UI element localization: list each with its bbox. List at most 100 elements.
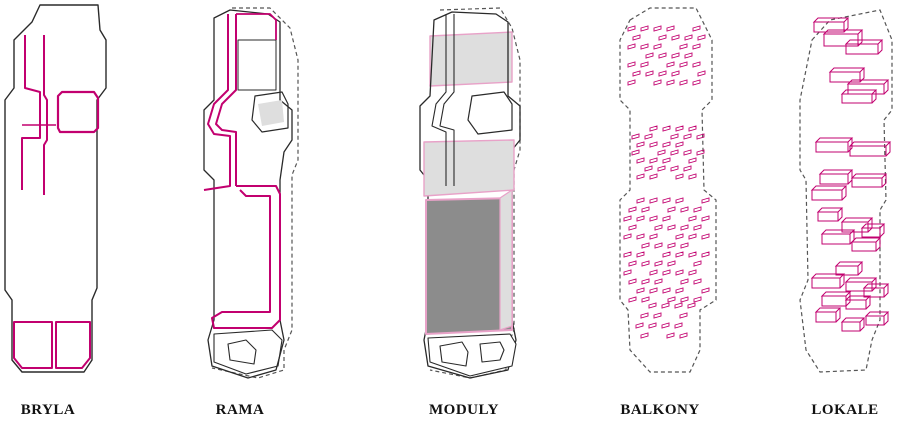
unit-box [814,307,842,323]
unit-box [816,207,844,222]
balcony [667,296,676,303]
balcony [675,125,684,132]
panel-moduly [419,7,521,379]
balcony [701,197,710,204]
moduly-base [427,333,517,377]
balcony [623,269,632,276]
balcony [693,260,702,267]
balcony [680,206,689,213]
balcony [641,206,650,213]
balcony [628,278,637,285]
unit-box [850,237,882,252]
moduly-large-module [425,197,513,335]
balcony [696,133,705,140]
balcony [701,287,710,294]
balcony [636,215,645,222]
balcony [662,269,671,276]
balcony [641,260,650,267]
balcony [649,141,658,148]
moduly-mid-module [423,139,515,197]
balcony [674,322,683,329]
balcony [666,61,675,68]
balcony [649,215,658,222]
balcony [649,269,658,276]
unit-box [862,283,890,298]
balcony [640,43,649,50]
balcony [636,141,645,148]
balcony [632,70,641,77]
rama-window-shade [258,100,284,126]
balcony [636,197,645,204]
balcony [654,242,663,249]
balcony [628,224,637,231]
balcony [684,52,693,59]
bryla-base-left [13,321,53,369]
balkony-dashed-outline [619,7,717,373]
balcony [649,233,658,240]
balcony [649,173,658,180]
balcony [701,251,710,258]
rama-window [251,91,289,133]
panel-bryla [4,4,107,373]
balcony [645,52,654,59]
unit-box [818,169,854,185]
lokale-dashed-outline [799,9,893,373]
balcony [670,149,679,156]
balcony [636,251,645,258]
balcony [693,224,702,231]
balcony [661,322,670,329]
balcony [667,224,676,231]
balcony [701,233,710,240]
balcony [636,287,645,294]
balcony [687,302,696,309]
balcony [675,251,684,258]
balcony [693,296,702,303]
balcony [680,242,689,249]
balcony [623,251,632,258]
unit-box [828,67,866,83]
unit-box [860,223,886,238]
rama-frame-lower [211,185,281,329]
balcony [692,61,701,68]
unit-box [834,261,864,276]
balcony [675,173,684,180]
balcony [679,312,688,319]
balcony [688,269,697,276]
balcony [662,287,671,294]
balcony [636,173,645,180]
balcony [688,215,697,222]
label-bryla: BRYLA [20,402,76,418]
unit-box [810,185,848,201]
balcony [683,133,692,140]
balcony [671,34,680,41]
rama-dashed-outline [211,7,299,379]
label-balkony: BALKONY [620,402,700,418]
unit-box [814,137,854,153]
label-moduly: MODULY [429,402,499,418]
balcony [675,287,684,294]
moduly-large-module-side [499,189,513,331]
balcony [641,278,650,285]
balcony [627,79,636,86]
balcony [653,25,662,32]
rama-outline [203,9,293,379]
balkony-balconies [623,25,710,339]
balcony [658,70,667,77]
rama-frame-upper-right [236,13,277,40]
lokale-units [810,17,892,332]
balcony [645,70,654,77]
balcony [636,233,645,240]
balcony [658,34,667,41]
unit-box [844,277,878,292]
bryla-outline [4,4,107,373]
unit-box [812,17,850,33]
balcony [657,165,666,172]
balcony [674,302,683,309]
balcony [688,251,697,258]
balcony [640,312,649,319]
balcony [679,332,688,339]
bryla-frame-center [43,35,48,195]
rama-base [213,329,283,375]
balcony [627,25,636,32]
balcony [693,206,702,213]
